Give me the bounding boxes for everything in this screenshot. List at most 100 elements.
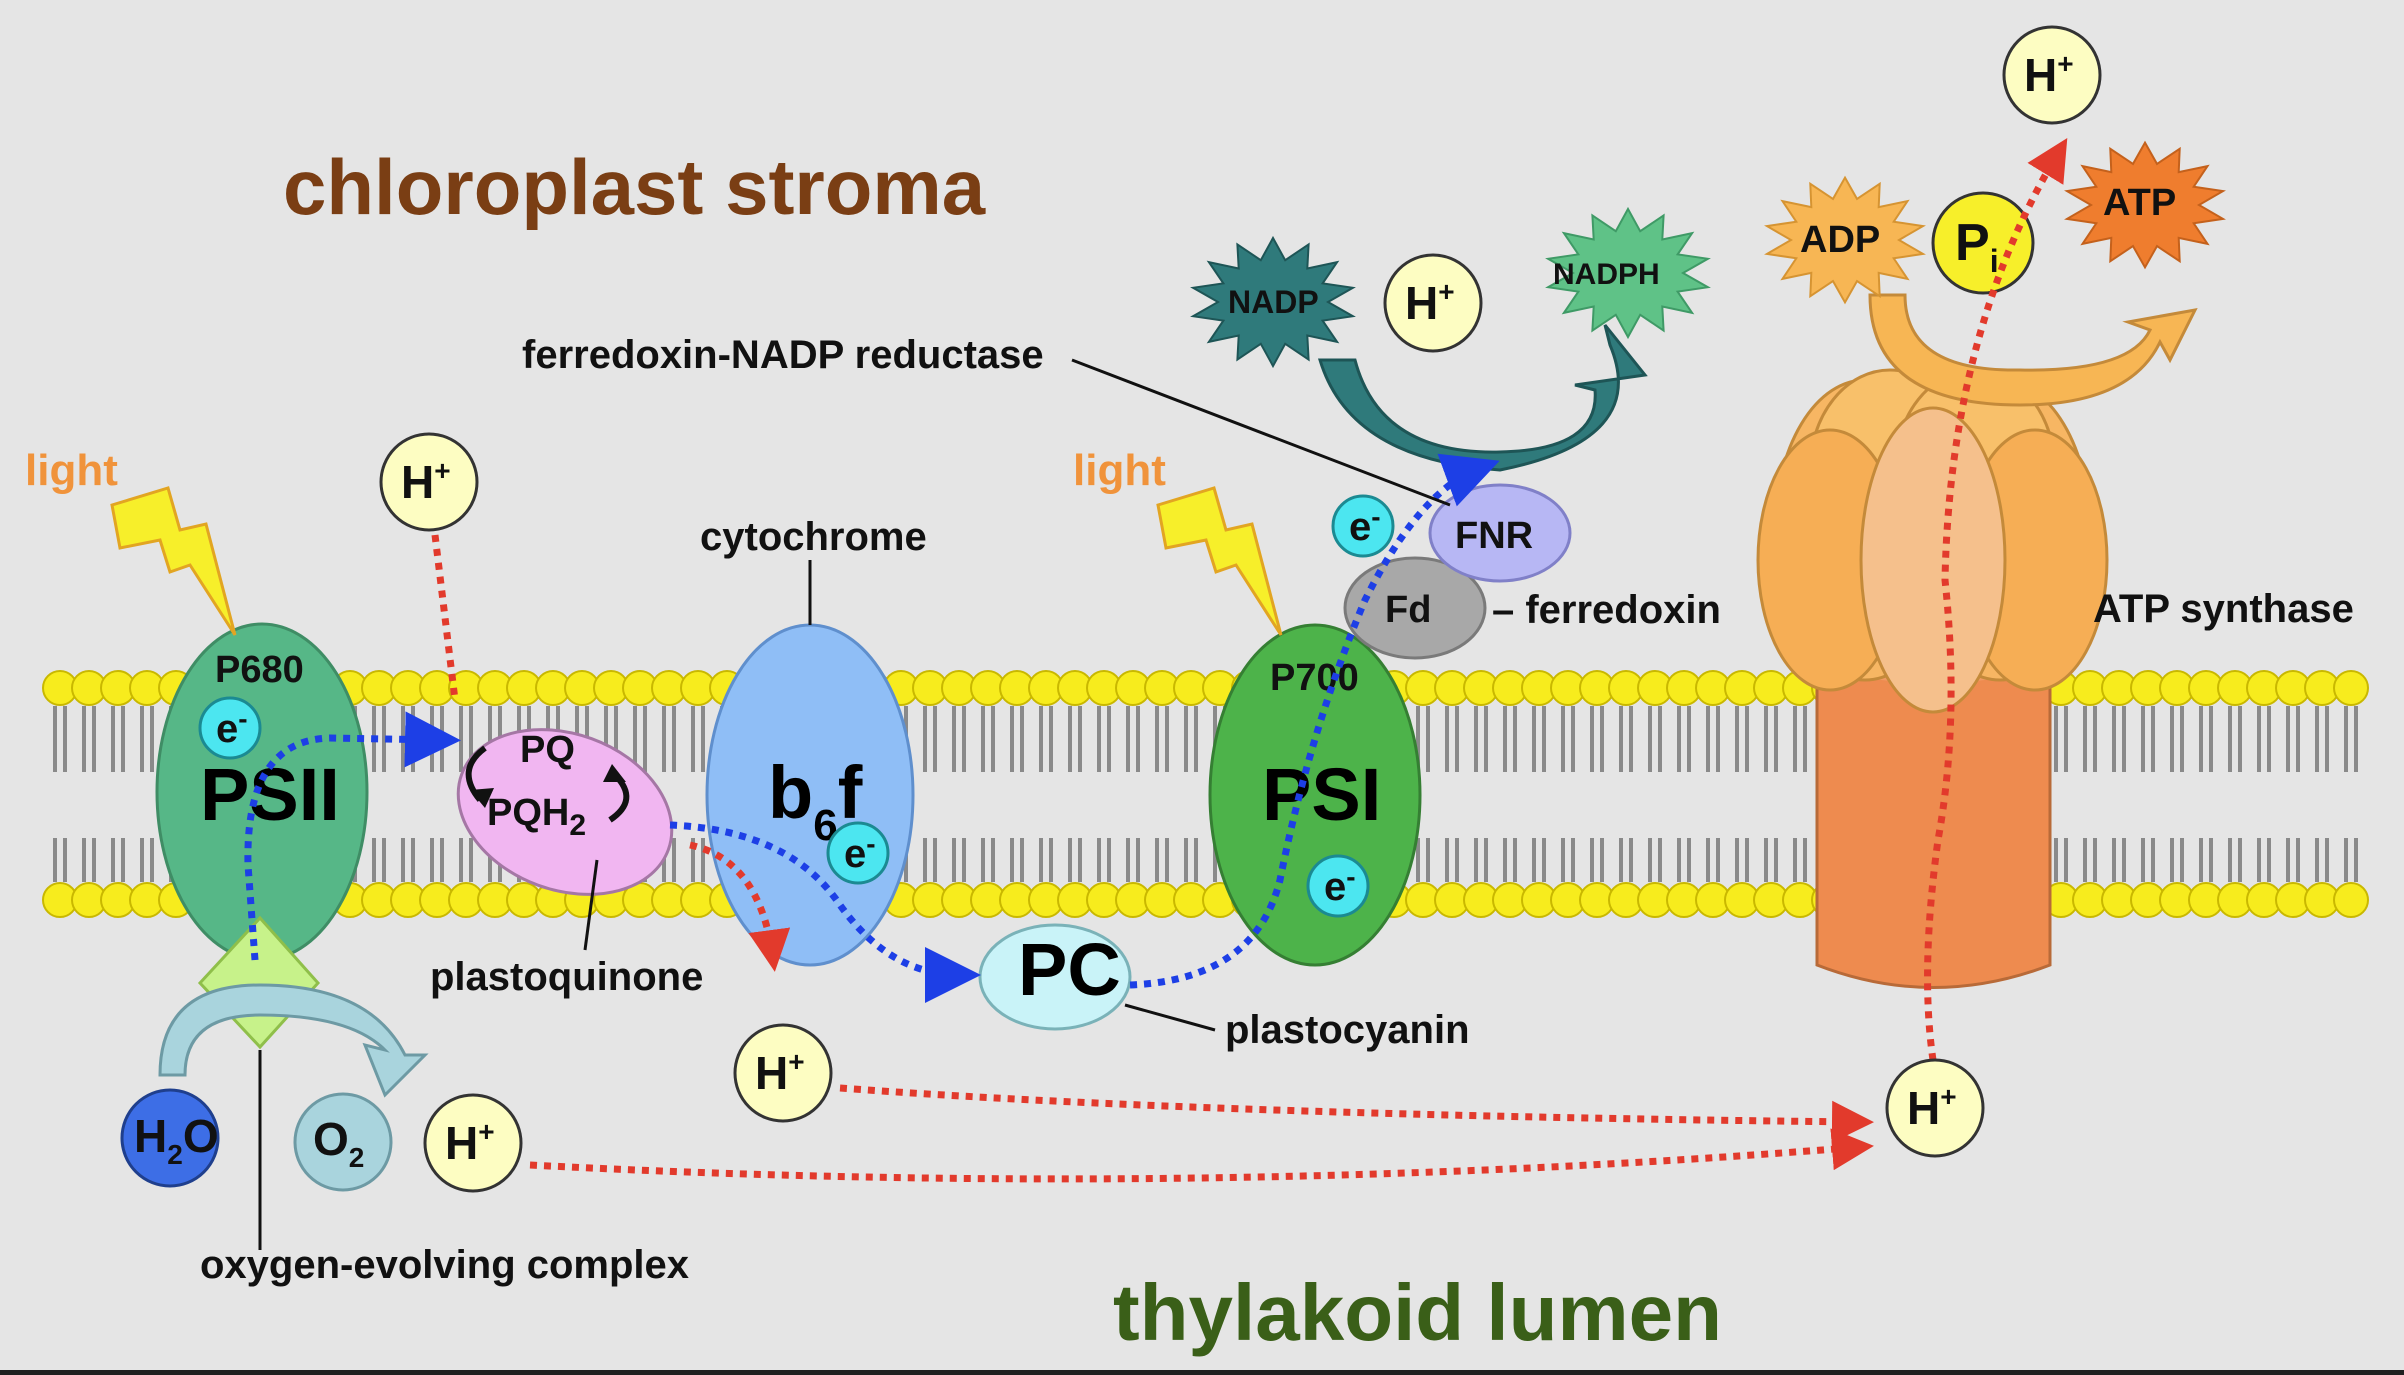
atp-label: ATP — [2103, 182, 2176, 224]
electron-icon: e- — [1306, 854, 1370, 918]
proton-label: H+ — [401, 455, 451, 508]
proton-path-segment — [529, 1128, 1874, 1183]
ferredoxin-label: – ferredoxin — [1492, 588, 1721, 632]
b6f-label: b6f — [768, 751, 863, 850]
proton-icon: H+ — [1383, 253, 1483, 353]
atp-synthase — [1756, 368, 2109, 989]
electron-label: e- — [216, 703, 248, 751]
plastocyanin-label: plastocyanin — [1225, 1008, 1470, 1052]
proton-icon: H+ — [2002, 25, 2102, 125]
adp-starburst — [1764, 175, 1926, 305]
nadp-reduction-arrow — [1317, 324, 1648, 472]
plastoquinone-leader-line — [583, 859, 599, 951]
proton-icon: H+ — [1885, 1058, 1985, 1158]
proton-label: H+ — [2024, 48, 2074, 101]
water-splitting-arrow — [158, 983, 429, 1098]
pc-label: PC — [1018, 928, 1121, 1011]
fd-label: Fd — [1385, 589, 1431, 631]
electron-transport-path — [244, 453, 1500, 1003]
light-label-psii: light — [25, 446, 118, 495]
fnr-body — [1428, 483, 1572, 583]
oxygen-molecule: O2 — [293, 1092, 393, 1192]
fnr-full-label: ferredoxin-NADP reductase — [522, 333, 1044, 377]
lumen-label: thylakoid lumen — [1113, 1268, 1722, 1357]
electron-carriers: e-e-e-e- — [198, 494, 1395, 918]
pi-circle — [1931, 191, 2035, 295]
proton-icon: H+ — [379, 432, 479, 532]
proton-path-segment — [689, 841, 791, 972]
atp-starburst — [2064, 140, 2226, 270]
proton-transport-path — [431, 138, 2068, 1183]
proton-path-segment — [1924, 138, 2068, 1061]
proton-molecules: H+ H+ H+ H+ H+ H+ — [379, 25, 2102, 1193]
cytochrome-label: cytochrome — [700, 515, 927, 559]
proton-path-segment — [839, 1084, 1874, 1143]
atp-molecule: ATP — [2064, 140, 2226, 270]
lightning-bolt-icon — [1156, 486, 1283, 636]
electron-label: e- — [844, 828, 876, 876]
lightning-bolt-icon — [110, 486, 237, 636]
pqh2-label: PQH2 — [487, 792, 586, 842]
p680-label: P680 — [215, 649, 304, 691]
h2o-circle — [120, 1088, 220, 1188]
p700-label: P700 — [1270, 657, 1359, 699]
nadph-label: NADPH — [1553, 258, 1660, 291]
cytochrome-b6f: b6f — [705, 623, 915, 967]
pq-label: PQ — [520, 729, 575, 771]
ferredoxin-protein: Fd — [1343, 556, 1487, 660]
proton-label: H+ — [445, 1116, 495, 1169]
proton-icon: H+ — [423, 1093, 523, 1193]
atp-synthase-lobe — [1859, 406, 2007, 714]
proton-label: H+ — [1405, 276, 1455, 329]
electron-icon: e- — [1331, 494, 1395, 558]
plastoquinone-body — [456, 728, 674, 896]
pi-label: Pi — [1955, 214, 1999, 279]
atp-synthase-stalk — [1815, 653, 2052, 989]
atp-synthase-label: ATP synthase — [2093, 587, 2354, 631]
fnr-protein: FNR — [1428, 483, 1572, 583]
plastocyanin-protein: PC — [978, 923, 1132, 1031]
stroma-label: chloroplast stroma — [283, 143, 986, 231]
leader-lines — [258, 358, 1451, 1250]
light-label-psi: light — [1073, 446, 1166, 495]
nadp-molecule: NADP — [1190, 235, 1356, 369]
nadph-molecule: NADPH — [1545, 206, 1711, 340]
electron-path-segment — [669, 821, 981, 1003]
phosphate-molecule: Pi — [1931, 191, 2035, 295]
electron-path-segment — [244, 711, 461, 961]
atp-synthesis-arrow — [1868, 293, 2198, 407]
nadp-label: NADP — [1228, 284, 1319, 320]
h2o-label: H2O — [134, 1110, 219, 1170]
photosystem-ii: P680 PSII — [155, 622, 369, 962]
electron-icon: e- — [826, 821, 890, 885]
nadp-starburst — [1190, 235, 1356, 369]
o2-label: O2 — [313, 1113, 364, 1173]
plastoquinone-label: plastoquinone — [430, 955, 703, 999]
photosystem-i: P700 PSI — [1208, 623, 1422, 967]
nadph-starburst — [1545, 206, 1711, 340]
electron-label: e- — [1349, 501, 1381, 549]
proton-label: H+ — [1907, 1081, 1957, 1134]
psi-label: PSI — [1262, 753, 1381, 836]
electron-label: e- — [1324, 861, 1356, 909]
pq-cycle-arrowhead — [470, 788, 494, 808]
water-molecule: H2O — [120, 1088, 220, 1188]
lipid-head — [2333, 670, 2369, 706]
proton-label: H+ — [755, 1046, 805, 1099]
plastocyanin-leader-line — [1124, 1003, 1216, 1032]
adp-molecule: ADP — [1764, 175, 1926, 305]
fd-body — [1343, 556, 1487, 660]
lipid-head — [2333, 882, 2369, 918]
o2-circle — [293, 1092, 393, 1192]
proton-icon: H+ — [733, 1023, 833, 1123]
plastoquinone-complex: PQ PQH2 — [456, 728, 674, 896]
electron-path-segment — [1129, 453, 1500, 989]
electron-icon: e- — [198, 696, 262, 760]
pq-cycle-arrowhead — [603, 764, 626, 782]
fnr-label: FNR — [1455, 515, 1533, 557]
oxygen-evolving-complex-label: oxygen-evolving complex — [200, 1243, 689, 1287]
fnr-leader-line — [1071, 358, 1451, 507]
adp-label: ADP — [1800, 219, 1880, 261]
